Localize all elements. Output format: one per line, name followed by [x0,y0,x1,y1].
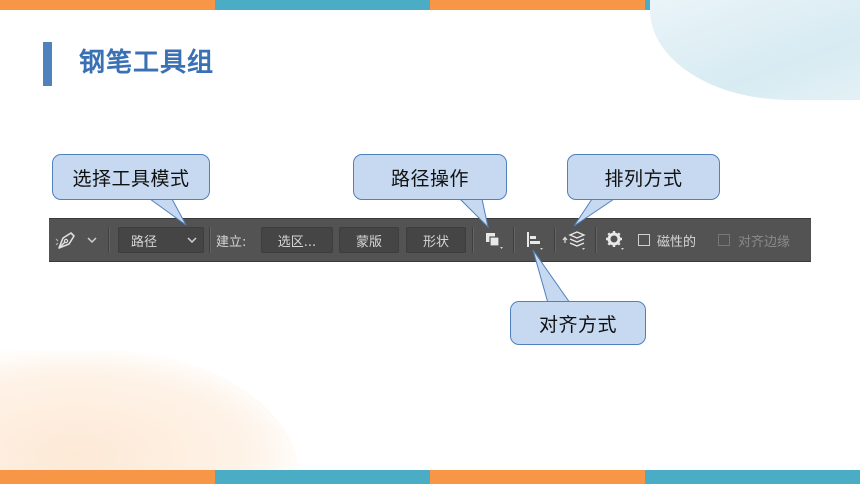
make-label: 建立: [216,234,247,250]
align-edges-label: 对齐边缘 [738,234,791,250]
callout-arrange: 排列方式 [567,154,720,200]
tool-mode-value: 路径 [131,234,158,250]
pen-icon [55,232,75,249]
make-selection-button[interactable]: 选区... [261,227,333,253]
gear-icon [606,231,624,250]
path-operations-icon [486,233,503,249]
divider [595,227,597,253]
tool-preset-picker[interactable] [55,219,103,261]
tool-mode-select[interactable]: 路径 [118,227,204,253]
path-operations-button[interactable] [483,219,507,261]
callout-align: 对齐方式 [510,301,646,345]
callout-tail-arrange [573,198,616,227]
path-alignment-button[interactable] [524,219,548,261]
divider [554,227,556,253]
divider [513,227,515,253]
divider [209,227,211,253]
callout-path-operations: 路径操作 [353,154,507,200]
divider [108,227,110,253]
divider [472,227,474,253]
make-mask-button[interactable]: 蒙版 [339,227,399,253]
bottom-accent-stripe [0,470,860,484]
magnetic-checkbox[interactable] [638,234,650,246]
align-edges-checkbox[interactable] [718,234,730,246]
title-accent-bar [43,42,52,86]
callout-tool-mode: 选择工具模式 [52,154,210,200]
make-shape-button[interactable]: 形状 [406,227,466,253]
pen-options-bar: 路径 建立: 选区... 蒙版 形状 [49,218,811,262]
align-icon [527,232,543,250]
chevron-down-icon [87,237,97,244]
geometry-options-button[interactable] [604,219,628,261]
magnetic-label: 磁性的 [657,234,697,250]
callout-tail-path-operations [458,198,489,229]
arrange-icon [562,231,586,250]
chevron-down-icon [187,237,197,244]
callout-tail-align [532,249,571,304]
slide-title: 钢笔工具组 [79,48,215,78]
path-arrangement-button[interactable] [561,219,589,261]
callout-tail-tool-mode [148,198,187,226]
